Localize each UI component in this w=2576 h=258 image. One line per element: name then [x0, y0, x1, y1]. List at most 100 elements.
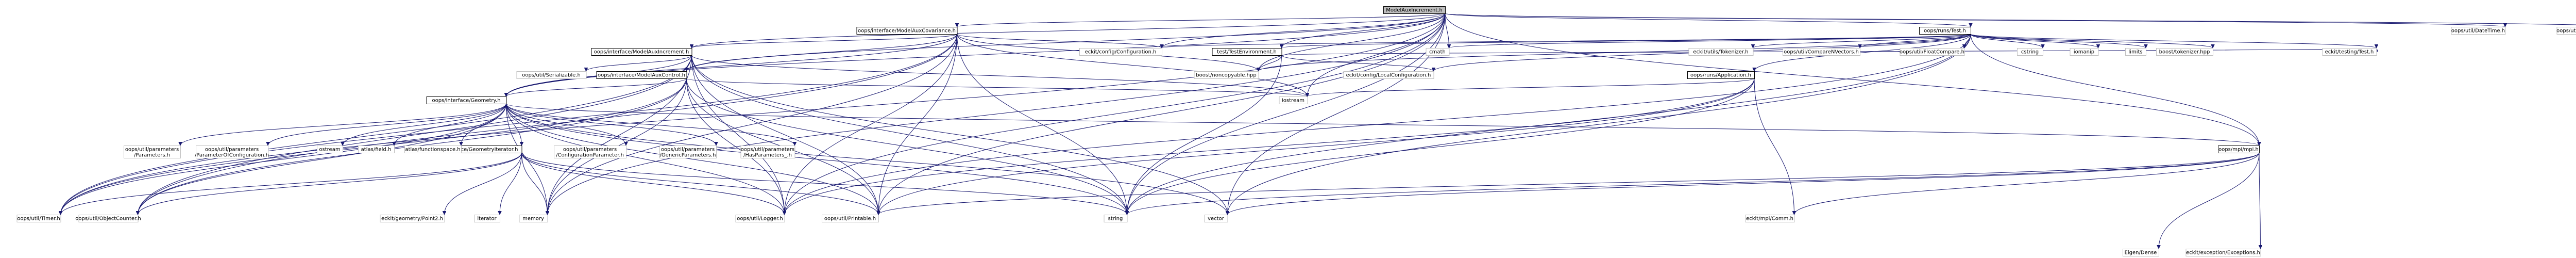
- node-label-cmath: cmath: [1429, 50, 1446, 55]
- node-box-logger: [735, 215, 785, 222]
- node-box-geometry: [426, 96, 507, 104]
- edge-covariance-to-logger: [785, 34, 957, 215]
- node-label-test: oops/runs/Test.h: [1924, 28, 1966, 34]
- node-testenv[interactable]: test/TestEnvironment.h: [1212, 48, 1282, 56]
- node-box-parameters: [124, 146, 181, 158]
- edge-application-to-logger: [785, 78, 1755, 215]
- edge-geoiter-to-memory: [521, 152, 548, 215]
- node-ostream: ostream: [317, 146, 343, 153]
- edge-covariance-to-memory: [548, 34, 957, 215]
- node-vector: vector: [1204, 215, 1228, 222]
- node-exceptions: eckit/exception/Exceptions.h: [2185, 249, 2261, 256]
- node-geometry[interactable]: oops/interface/Geometry.h: [426, 96, 507, 104]
- edge-root-to-datetime: [1445, 13, 2505, 27]
- node-label-boosttokenizer: boost/tokenizer.hpp: [2159, 50, 2210, 55]
- node-covariance[interactable]: oops/interface/ModelAuxCovariance.h: [856, 27, 958, 35]
- node-label-tokenizer: eckit/utils/Tokenizer.h: [1693, 50, 1748, 55]
- node-label-datetime: oops/util/DateTime.h: [2451, 28, 2505, 34]
- node-box-atlasfield: [358, 146, 395, 153]
- edge-modelinc-to-string: [691, 55, 1127, 215]
- edge-modelinc-to-timer: [61, 55, 692, 215]
- node-box-memory: [519, 215, 548, 222]
- edge-root-to-testenv: [1282, 13, 1446, 49]
- node-box-cstring: [2017, 48, 2043, 56]
- edge-testenv-to-noncopyable: [1259, 55, 1282, 72]
- node-box-limits: [2125, 48, 2146, 56]
- node-paramofconfig: oops/util/parameters/ParameterOfConfigur…: [195, 146, 269, 158]
- edge-modelinc-to-printable: [691, 55, 879, 215]
- node-box-printable: [822, 215, 879, 222]
- edge-geometry-to-configparam: [506, 103, 626, 146]
- edge-mpi-to-printable: [878, 152, 2260, 215]
- node-label-cstring: cstring: [2021, 50, 2039, 55]
- node-box-exceptions: [2185, 249, 2261, 256]
- node-label-geoiter: oops/interface/GeometryIterator.h: [430, 147, 518, 153]
- node-limits: limits: [2125, 48, 2146, 56]
- node-label-ostream: ostream: [319, 147, 340, 153]
- edge-geometry-to-vector: [506, 103, 1228, 215]
- node-label-parameters-line2: /Parameters.h: [134, 153, 170, 158]
- edge-geometry-to-atlasfield: [394, 103, 506, 146]
- node-datetime: oops/util/DateTime.h: [2451, 27, 2506, 35]
- edge-geometry-to-objcounter: [138, 103, 506, 215]
- node-box-root: [1383, 6, 1446, 14]
- edge-geometry-to-string: [506, 103, 1127, 215]
- node-label-limits: limits: [2128, 50, 2142, 55]
- edge-application-to-string: [1127, 78, 1755, 215]
- edge-geometry-to-parameters: [180, 103, 506, 146]
- edge-mpi-to-string: [1127, 152, 2260, 215]
- node-label-serializable: oops/util/Serializable.h: [522, 73, 581, 78]
- edge-geoiter-to-timer: [61, 152, 522, 215]
- node-box-modelinc: [591, 48, 692, 56]
- node-label-mpi: oops/mpi/mpi.h: [2218, 147, 2259, 153]
- edge-modelinc-to-memory: [548, 55, 692, 215]
- edge-test-to-application: [1754, 34, 1971, 72]
- node-box-mpi: [2218, 146, 2260, 153]
- node-label-paramofconfig-line1: oops/util/parameters: [205, 147, 259, 153]
- edge-root-to-geometry: [506, 13, 1446, 96]
- edge-application-to-printable: [878, 78, 1755, 215]
- edge-modelinc-to-objcounter: [138, 55, 692, 215]
- node-label-floatcompare: oops/util/FloatCompare.h: [1900, 50, 1964, 55]
- edge-mpi-to-mpicomm: [1794, 152, 2260, 215]
- node-label-printable: oops/util/Printable.h: [824, 216, 876, 222]
- edge-geometry-to-atlasfuncspace: [461, 103, 506, 146]
- edge-test-to-cstring: [1970, 34, 2043, 49]
- node-objcounter: oops/util/ObjectCounter.h: [75, 215, 141, 222]
- node-label-genericparam-line1: oops/util/parameters: [661, 147, 715, 153]
- node-label-covariance: oops/interface/ModelAuxCovariance.h: [858, 28, 956, 34]
- node-box-vector: [1204, 215, 1228, 222]
- node-test[interactable]: oops/runs/Test.h: [1919, 27, 1971, 35]
- edge-test-to-mpi: [1970, 34, 2259, 146]
- node-configconfig: eckit/config/Configuration.h: [1079, 48, 1162, 56]
- node-label-memory: memory: [522, 216, 544, 222]
- node-application[interactable]: oops/runs/Application.h: [1687, 71, 1755, 79]
- edge-root-to-test: [1445, 13, 1971, 27]
- node-modelctrl[interactable]: oops/interface/ModelAuxControl.h: [596, 71, 687, 79]
- edge-geometry-to-hasparam: [506, 103, 795, 146]
- node-root[interactable]: ModelAuxIncrement.h: [1383, 6, 1446, 14]
- node-atlasfuncspace: atlas/functionspace.h: [404, 146, 462, 153]
- node-label-parameters-line1: oops/util/parameters: [125, 147, 179, 153]
- node-box-iomanip: [2070, 48, 2099, 56]
- edge-covariance-to-modelctrl: [687, 34, 957, 72]
- node-comparenvectors: oops/util/CompareNVectors.h: [1783, 48, 1860, 56]
- edge-covariance-to-printable: [878, 34, 957, 215]
- node-timer: oops/util/Timer.h: [16, 215, 61, 222]
- node-label-atlasfuncspace: atlas/functionspace.h: [405, 147, 460, 153]
- node-label-testingtest: eckit/testing/Test.h: [2325, 50, 2374, 55]
- edge-application-to-iostream: [1308, 78, 1755, 97]
- node-modelinc[interactable]: oops/interface/ModelAuxIncrement.h: [591, 48, 692, 56]
- node-label-eigendense: Eigen/Dense: [2125, 250, 2157, 256]
- node-box-dotproduct: [2556, 27, 2576, 35]
- node-label-iostream: iostream: [1282, 98, 1304, 104]
- edge-test-to-limits: [1970, 34, 2146, 49]
- edge-geometry-to-geoiter: [506, 103, 522, 146]
- node-label-modelinc: oops/interface/ModelAuxIncrement.h: [594, 50, 689, 55]
- node-floatcompare: oops/util/FloatCompare.h: [1900, 48, 1965, 56]
- node-label-geometry: oops/interface/Geometry.h: [432, 98, 500, 104]
- node-box-genericparam: [659, 146, 717, 158]
- node-mpi[interactable]: oops/mpi/mpi.h: [2218, 146, 2260, 153]
- edge-modelinc-to-serializable: [586, 55, 692, 72]
- node-label-vector: vector: [1208, 216, 1225, 222]
